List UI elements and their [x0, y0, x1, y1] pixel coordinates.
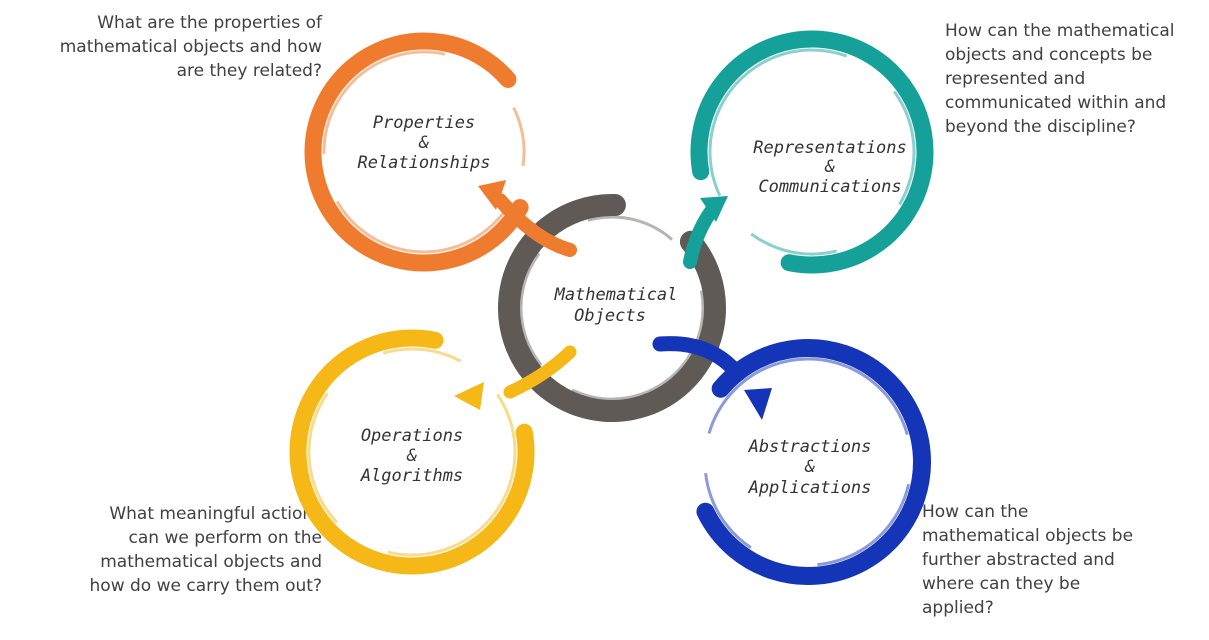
operations-question-line: how do we carry them out?: [89, 576, 322, 596]
properties-question-line: What are the properties of: [97, 13, 322, 33]
representations-label-line-3: Communications: [758, 177, 901, 197]
representations-ring-brush: [708, 48, 916, 256]
representations-label-line-1: Representations: [753, 138, 907, 158]
operations-ring: [289, 329, 535, 575]
operations-label-line-3: Algorithms: [360, 466, 463, 486]
operations-question: What meaningful actions can we perform o…: [0, 502, 322, 598]
operations-ring-brush: [307, 347, 517, 557]
representations-ring: [690, 30, 934, 274]
operations-question-line: mathematical objects and: [100, 552, 322, 572]
arrow-head-icon: [744, 388, 772, 420]
abstractions-ring-brush: [703, 357, 913, 567]
representations-circle: Representations & Communications: [683, 30, 934, 274]
abstractions-tail: [652, 336, 746, 382]
operations-label-line-2: &: [406, 446, 417, 466]
representations-question-line: objects and concepts be: [945, 45, 1153, 65]
arrow-head-icon: [700, 196, 728, 222]
representations-question-line: beyond the discipline?: [945, 117, 1136, 137]
abstractions-question-line: mathematical objects be: [922, 526, 1134, 546]
center-label-line-2: Objects: [574, 306, 646, 326]
center-ring-brush: [519, 215, 705, 401]
arrow-head-icon: [478, 180, 506, 210]
abstractions-question-line: applied?: [922, 598, 994, 618]
representations-question-line: How can the mathematical: [945, 21, 1175, 41]
abstractions-question-line: where can they be: [922, 574, 1081, 594]
representations-tail: [683, 203, 719, 269]
operations-label-line-1: Operations: [361, 426, 463, 446]
representations-label-line-2: &: [824, 157, 835, 177]
abstractions-circle: Abstractions & Applications: [652, 336, 931, 585]
properties-question: What are the properties of mathematical …: [0, 11, 322, 83]
properties-ring: [304, 32, 544, 272]
abstractions-label-line-1: Abstractions: [748, 437, 872, 457]
abstractions-question-line: further abstracted and: [922, 550, 1115, 570]
operations-question-line: What meaningful actions: [109, 504, 322, 524]
representations-question: How can the mathematical objects and con…: [945, 19, 1209, 139]
properties-question-line: mathematical objects and how: [59, 37, 322, 57]
arrow-head-icon: [454, 382, 484, 410]
properties-label-line-1: Properties: [373, 113, 475, 133]
representations-question-line: communicated within and: [945, 93, 1167, 113]
properties-ring-brush: [322, 50, 526, 254]
properties-label-line-3: Relationships: [357, 153, 490, 173]
properties-tail: [493, 193, 577, 257]
properties-question-line: are they related?: [176, 61, 322, 81]
abstractions-ring: [685, 339, 931, 585]
properties-circle: Properties & Relationships: [304, 32, 577, 272]
operations-tail: [503, 345, 577, 399]
representations-question-line: represented and: [945, 69, 1086, 89]
operations-circle: Operations & Algorithms: [289, 329, 577, 575]
abstractions-label-line-3: Applications: [748, 478, 872, 498]
properties-label-line-2: &: [418, 133, 429, 153]
abstractions-question: How can the mathematical objects be furt…: [922, 500, 1209, 620]
abstractions-question-line: How can the: [922, 502, 1029, 522]
center-label-line-1: Mathematical: [554, 285, 678, 305]
abstractions-label-line-2: &: [804, 457, 815, 477]
operations-question-line: can we perform on the: [128, 528, 322, 548]
